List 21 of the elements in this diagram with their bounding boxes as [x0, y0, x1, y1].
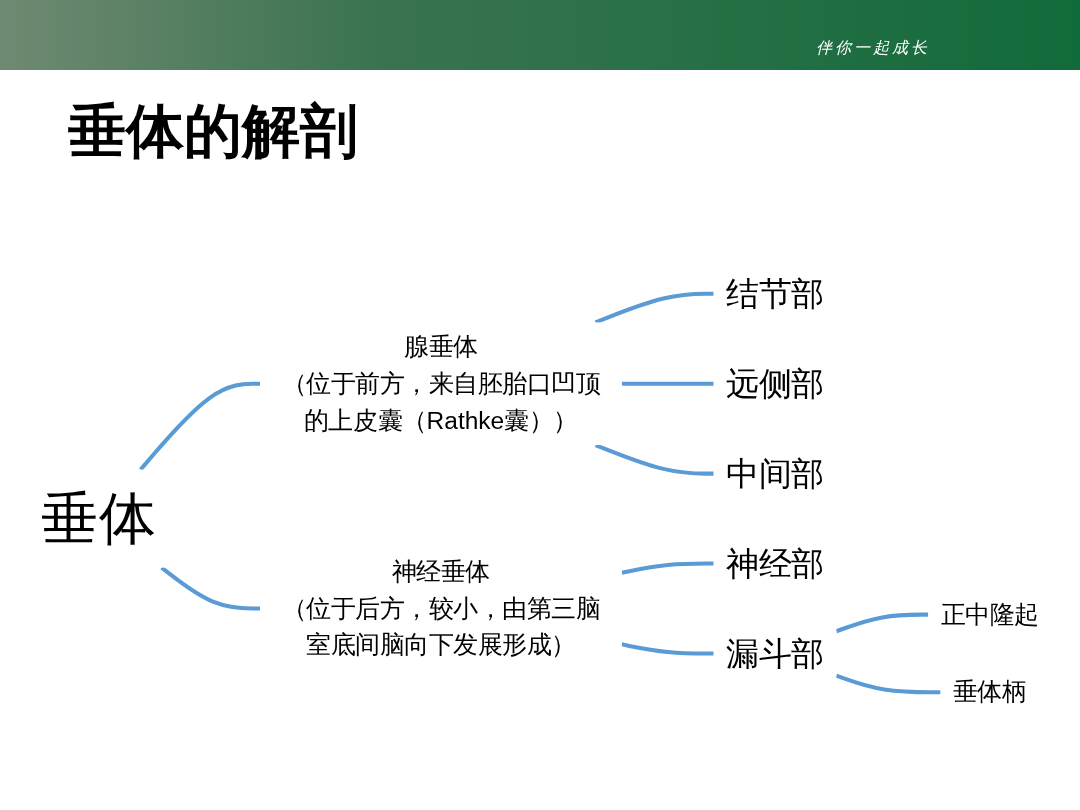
slide-title: 垂体的解剖 — [68, 97, 358, 165]
connector — [594, 291, 714, 325]
node-text: 漏斗部 — [725, 635, 825, 672]
node-text: 腺垂体 （位于前方，来自胚胎口凹顶的上皮囊（Rathke囊）） — [281, 332, 601, 434]
connector — [621, 381, 714, 386]
connector — [594, 443, 714, 476]
node-text: 中间部 — [725, 455, 825, 493]
slogan-text: 伴你一起成长 — [816, 38, 930, 58]
node-text: 正中隆起 — [940, 600, 1039, 628]
node-text: 垂体柄 — [952, 678, 1027, 706]
connector — [621, 561, 714, 575]
connector — [835, 673, 941, 695]
node-text: 神经垂体 （位于后方，较小，由第三脑室底间脑向下发展形成） — [281, 557, 601, 659]
node-text: 结节部 — [725, 275, 825, 313]
connector — [621, 642, 714, 656]
node-text: 神经部 — [725, 545, 825, 582]
node-text: 垂体 — [41, 485, 156, 551]
node-text: 远侧部 — [725, 365, 825, 403]
connector — [139, 381, 261, 471]
connector — [835, 612, 929, 634]
connector — [160, 566, 261, 611]
